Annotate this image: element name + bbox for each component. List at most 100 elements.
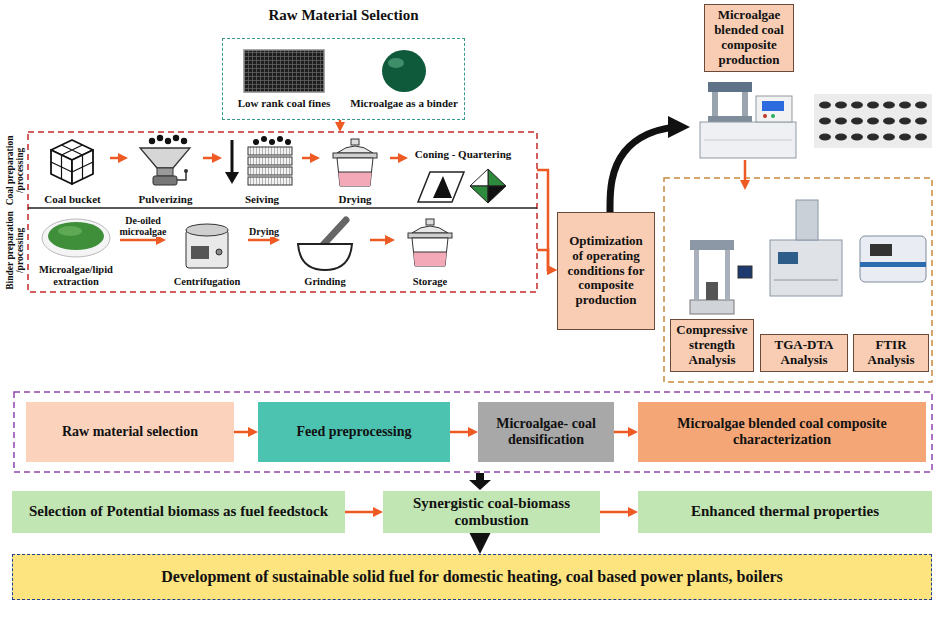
step-caption: Storage — [413, 276, 447, 288]
step-caption: Coal bucket — [44, 193, 101, 206]
analysis-box: FTIR Analysis — [853, 190, 929, 372]
process-step: Grinding — [280, 212, 370, 288]
desiccator-icon — [333, 139, 377, 186]
compression-tester-photo — [690, 240, 752, 314]
flow-arrow — [744, 160, 747, 185]
down-arrow — [469, 473, 491, 490]
pellets-photo — [814, 94, 932, 148]
process-box: Feed preprocessing — [258, 402, 450, 462]
pellets-photo — [867, 134, 879, 141]
centrifuge-icon — [186, 224, 228, 236]
pulverizer-icon — [140, 148, 190, 168]
compression-tester-photo — [738, 266, 752, 278]
desiccator-icon — [339, 172, 372, 186]
compression-tester-photo — [725, 244, 730, 300]
compression-tester-photo — [690, 240, 734, 250]
flow-arrow — [302, 157, 315, 160]
flow-arrow — [234, 431, 253, 434]
step-caption: Seiving — [245, 193, 279, 206]
sieve-icon — [248, 147, 292, 155]
sieve-icon — [248, 157, 292, 165]
pellets-photo — [899, 134, 911, 141]
desiccator-icon — [337, 158, 373, 186]
pellets-photo — [915, 134, 927, 141]
analysis-frame — [664, 178, 932, 382]
ftir-spectrometer-photo — [860, 236, 926, 282]
sieve-icon — [231, 140, 234, 174]
flow-arrow — [390, 157, 403, 160]
mortar-pestle-icon — [298, 220, 352, 270]
analysis-box: TGA-DTA Analysis — [760, 190, 848, 372]
step-caption: Grinding — [304, 276, 345, 288]
coal-fines-photo — [244, 50, 324, 92]
ftir-spectrometer-photo — [860, 262, 926, 267]
process-box: Raw material selection — [26, 402, 234, 462]
pulverizer-icon — [173, 135, 179, 141]
pellets-photo — [915, 118, 927, 125]
storage-desiccator-icon — [408, 219, 452, 266]
microalgae-bowl-icon — [48, 222, 104, 250]
row-heading: Binder preparation /processing — [5, 206, 26, 294]
pulverizer-icon — [140, 135, 190, 185]
coning-quartering-icon — [470, 169, 488, 186]
sieve-icon — [277, 136, 283, 142]
edge-label: De-oiled microalgae — [115, 215, 171, 237]
sieve-icon — [225, 172, 239, 184]
coal-bucket-icon — [51, 145, 93, 179]
flow-arrow — [614, 431, 633, 434]
edge-label: Drying — [244, 226, 284, 237]
tga-dta-instrument-photo — [770, 200, 842, 296]
coal-bucket-icon — [51, 140, 93, 184]
coning-quartering-icon — [418, 172, 464, 202]
process-box: Optimization of operating conditions for… — [557, 212, 655, 330]
pulverizer-icon — [157, 135, 163, 141]
process-box: Microalgae- coal densification — [478, 402, 614, 462]
pellets-photo — [867, 102, 879, 109]
hydraulic-press-photo — [700, 82, 796, 158]
box-label: Raw material selection — [56, 421, 204, 443]
centrifuge-icon — [191, 246, 209, 259]
pellets-photo — [835, 134, 847, 141]
ftir-spectrometer-photo — [860, 236, 926, 282]
sieve-icon — [285, 139, 291, 145]
process-box: Selection of Potential biomass as fuel f… — [12, 491, 345, 533]
flow-arrow — [110, 157, 123, 160]
centrifuge-icon — [186, 224, 228, 268]
process-row: Coal bucketPulverizingSeivingDryingConin… — [28, 132, 537, 208]
box-label: TGA-DTA Analysis — [760, 334, 848, 372]
microalgae-photo — [388, 58, 404, 68]
coning-quartering-icon — [488, 186, 506, 203]
tga-dta-instrument-photo — [770, 240, 842, 296]
process-step: Coal bucket — [35, 136, 110, 206]
coning-quartering-icon — [470, 186, 488, 203]
flow-arrow — [248, 239, 275, 242]
pulverizer-icon — [153, 176, 177, 185]
pellets-photo — [814, 94, 932, 148]
process-step: Storage — [395, 212, 465, 288]
sieve-icon — [269, 139, 275, 145]
workflow-frame — [14, 392, 932, 472]
hydraulic-press-photo — [742, 92, 748, 120]
hydraulic-press-photo — [771, 114, 775, 118]
box-label: Microalgae blended coal composite produc… — [704, 4, 794, 72]
pulverizer-icon — [149, 138, 155, 144]
pellets-photo — [883, 102, 895, 109]
image-caption: Microalgae as a binder — [350, 97, 458, 110]
process-box: Synergistic coal-biomass combustion — [383, 491, 600, 533]
process-step: Centrifugation — [166, 212, 248, 288]
pulverizer-icon — [184, 169, 188, 173]
sieve-icon — [248, 177, 292, 185]
hydraulic-press-photo — [712, 92, 718, 120]
flow-arrow — [120, 239, 161, 242]
flow-arrow — [610, 127, 679, 212]
centrifuge-icon — [216, 249, 222, 255]
process-box: Microalgae blended coal composite charac… — [638, 402, 926, 462]
storage-desiccator-icon — [408, 219, 452, 266]
hydraulic-press-photo — [762, 101, 784, 111]
flow-arrow — [537, 170, 552, 270]
pellets-photo — [851, 118, 863, 125]
box-label: Enhanced thermal properties — [685, 500, 885, 523]
coal-fines-photo — [244, 50, 324, 92]
image-caption: Low rank coal fines — [238, 97, 331, 110]
pellets-photo — [867, 118, 879, 125]
